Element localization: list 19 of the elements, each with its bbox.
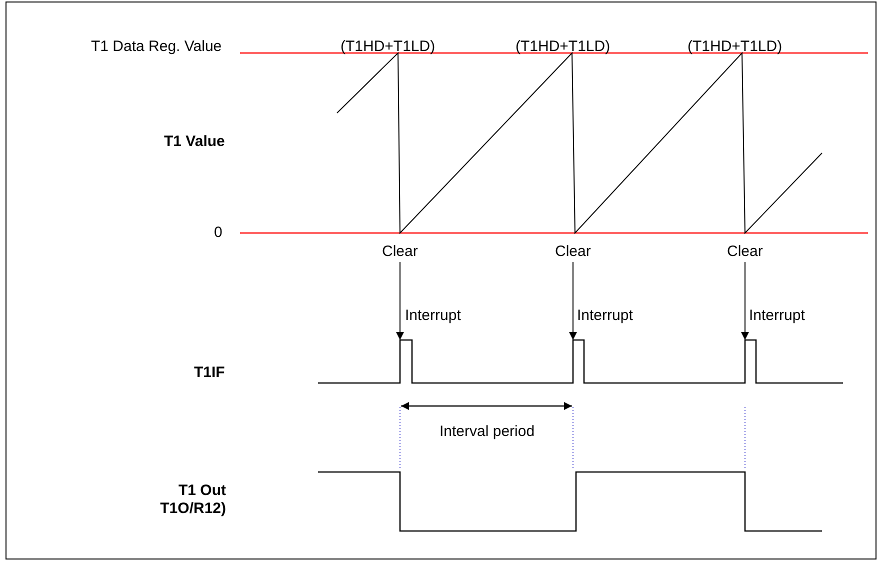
signal-label: T1 Out T1O/R12) bbox=[159, 482, 226, 518]
signal-label: T1IF bbox=[194, 364, 225, 382]
arrow bbox=[741, 262, 749, 340]
event-label: Clear bbox=[727, 243, 763, 261]
signal-label: T1 Value bbox=[164, 133, 225, 151]
event-label: Clear bbox=[382, 243, 418, 261]
value-label: (T1HD+T1LD) bbox=[340, 38, 436, 56]
event-label: Clear bbox=[555, 243, 591, 261]
value-label: (T1HD+T1LD) bbox=[516, 38, 610, 56]
event-label: Interrupt bbox=[405, 307, 461, 325]
axis-label: T1 Data Reg. Value bbox=[91, 38, 222, 56]
event-label: Interrupt bbox=[749, 307, 805, 325]
value-label: (T1HD+T1LD) bbox=[688, 38, 782, 56]
arrow bbox=[396, 262, 404, 340]
dimension-label: Interval period bbox=[440, 423, 535, 441]
event-label: Interrupt bbox=[577, 307, 633, 325]
arrow bbox=[569, 262, 577, 340]
pulse-waveform bbox=[318, 339, 843, 384]
axis-label: 0 bbox=[214, 224, 222, 242]
